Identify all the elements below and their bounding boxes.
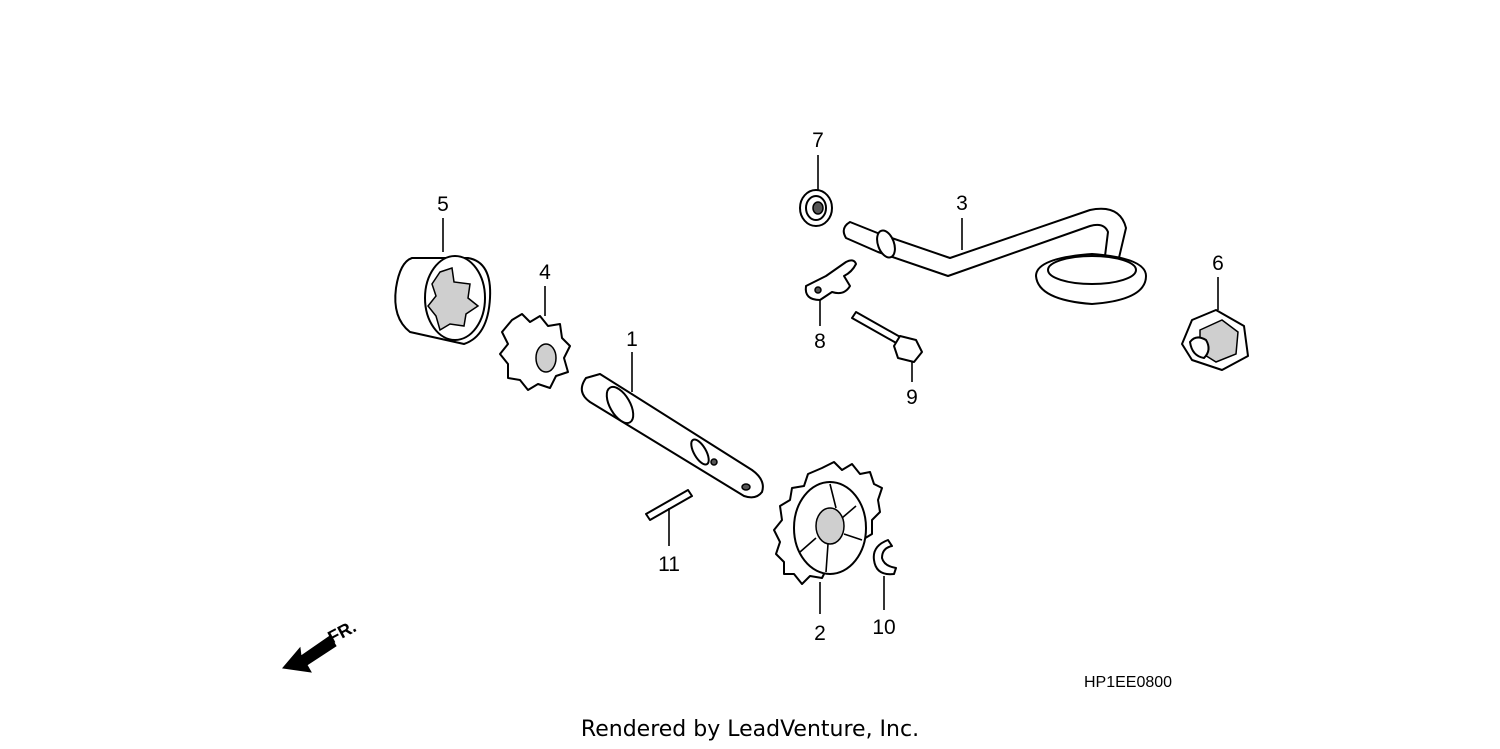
part-6-filter-screen[interactable] (1181, 309, 1249, 371)
callout-2-label: 2 (814, 622, 826, 645)
callout-10-label: 10 (872, 616, 895, 639)
callout-1: 1 (626, 328, 638, 392)
callout-7: 7 (812, 129, 824, 190)
part-5-outer-rotor[interactable] (394, 255, 492, 345)
part-3-strainer-pipe[interactable] (842, 207, 1147, 305)
front-direction-arrow-icon: FR. (282, 616, 359, 673)
part-9-flange-bolt[interactable] (851, 311, 923, 363)
callout-8: 8 (814, 300, 826, 353)
part-1-pump-shaft[interactable] (580, 373, 764, 499)
part-7-grommet[interactable] (799, 189, 833, 227)
callout-1-label: 1 (626, 328, 638, 351)
callout-4: 4 (539, 261, 551, 316)
callout-11-label: 11 (658, 553, 680, 576)
callout-8-label: 8 (814, 330, 826, 353)
part-11-dowel-pin[interactable] (645, 489, 693, 521)
part-10-snap-ring[interactable] (872, 539, 897, 576)
callout-5-label: 5 (437, 193, 449, 216)
callout-6: 6 (1212, 252, 1224, 310)
callout-2: 2 (814, 582, 826, 645)
callout-5: 5 (437, 193, 449, 252)
callout-4-label: 4 (539, 261, 551, 284)
callout-10: 10 (872, 576, 896, 639)
callout-7-label: 7 (812, 129, 824, 152)
callout-9: 9 (906, 362, 918, 409)
callout-11: 11 (658, 508, 680, 576)
callout-3: 3 (956, 192, 968, 250)
part-2-driven-gear[interactable] (773, 461, 883, 585)
diagram-code: HP1EE0800 (1084, 674, 1172, 691)
callout-3-label: 3 (956, 192, 968, 215)
callout-9-label: 9 (906, 386, 918, 409)
part-8-pipe-clamp[interactable] (804, 259, 857, 301)
callout-6-label: 6 (1212, 252, 1224, 275)
part-4-inner-rotor[interactable] (499, 313, 571, 391)
footer-credit: Rendered by LeadVenture, Inc. (581, 717, 919, 742)
